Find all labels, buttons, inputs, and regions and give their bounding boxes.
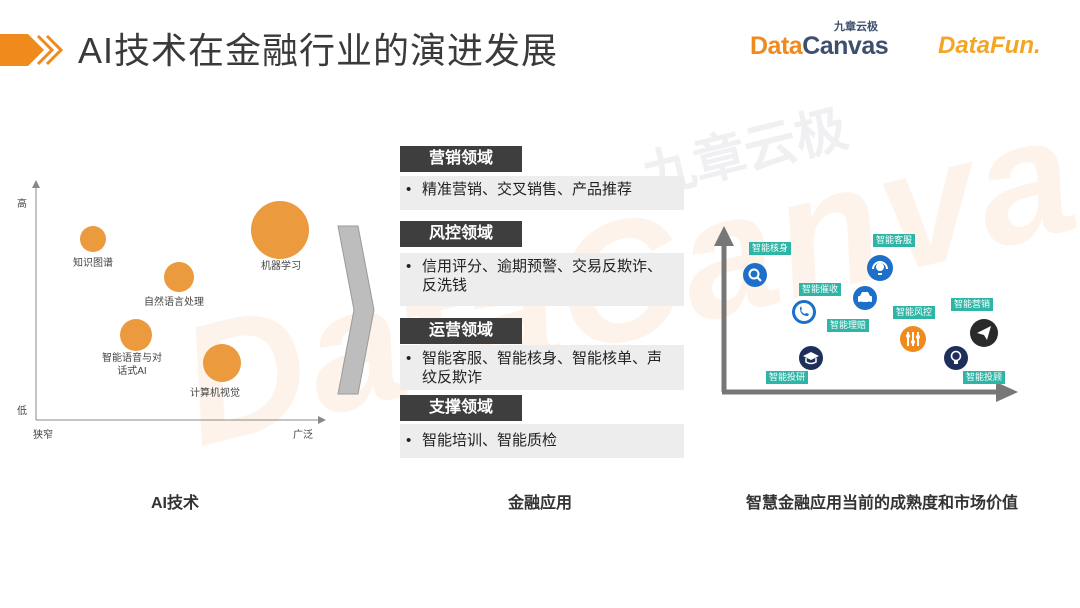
search-icon: [743, 263, 767, 287]
maturity-label-collection: 智能催收: [799, 283, 842, 296]
ai-tech-axes: [32, 180, 326, 424]
sliders-icon: [900, 326, 926, 352]
datacanvas-logo-part1: Data: [750, 32, 803, 60]
x-axis-right-label: 广泛: [293, 430, 313, 441]
flow-chevron-icon: [337, 225, 375, 395]
box-operations: • 智能客服、智能核身、智能核单、声 纹反欺诈: [400, 345, 684, 390]
box-support-line1: 智能培训、智能质检: [422, 432, 558, 449]
graduation-cap-icon: [799, 346, 823, 370]
datacanvas-logo-part2: Canvas: [802, 32, 889, 60]
box-support: • 智能培训、智能质检: [400, 424, 684, 458]
bubble-label-computer-vision: 计算机视觉: [190, 388, 240, 399]
box-marketing-line1: 精准营销、交叉销售、产品推荐: [422, 181, 633, 198]
send-icon: [970, 319, 998, 347]
bubble-label-knowledge-graph: 知识图谱: [73, 258, 113, 269]
title-chevron-icon: [0, 34, 64, 66]
box-operations-line2: 纹反欺诈: [422, 369, 483, 386]
datacanvas-logo: DataCanvas: [750, 32, 889, 61]
maturity-caption: 智慧金融应用当前的成熟度和市场价值: [745, 495, 1018, 512]
maturity-label-marketing: 智能营销: [951, 298, 994, 311]
box-risk-control-line2: 反洗钱: [422, 277, 468, 294]
bubble-computer-vision: [203, 344, 241, 382]
lightbulb-icon: [944, 346, 968, 370]
tag-risk-control: 风控领域: [400, 221, 522, 247]
bubble-voice-ai: [120, 319, 152, 351]
maturity-label-advisor: 智能投顾: [963, 371, 1006, 384]
box-operations-line1: 智能客服、智能核身、智能核单、声: [422, 350, 663, 367]
maturity-label-risk: 智能风控: [893, 306, 936, 319]
car-icon: [853, 286, 877, 310]
bubble-label-machine-learning: 机器学习: [261, 261, 301, 272]
bubble-label-voice-ai: 智能语音与对 话式AI: [102, 352, 162, 378]
datafun-logo: DataFun.: [938, 32, 1041, 59]
page-title: AI技术在金融行业的演进发展: [78, 30, 559, 71]
maturity-label-claims: 智能理赔: [827, 319, 870, 332]
maturity-axes: [714, 226, 1018, 402]
phone-icon: [792, 300, 816, 324]
bubble-machine-learning: [251, 201, 309, 259]
bubble-nlp: [164, 262, 194, 292]
ai-tech-caption: AI技术: [150, 495, 199, 512]
bubble-label-voice-ai-line1: 智能语音与对: [102, 353, 162, 364]
datacanvas-logo-cn: 九章云极: [834, 21, 878, 33]
bullet: •: [406, 181, 412, 198]
bubble-knowledge-graph: [80, 226, 106, 252]
y-axis-low-label: 低: [17, 406, 27, 417]
bubble-label-nlp: 自然语言处理: [144, 297, 204, 308]
ai-tech-bubbles: [80, 201, 309, 382]
finance-apps-caption: 金融应用: [507, 495, 572, 512]
headset-icon: [867, 255, 893, 281]
tag-marketing: 营销领域: [400, 146, 522, 172]
bubble-label-voice-ai-line2: 话式AI: [117, 366, 147, 377]
maturity-label-customer-service: 智能客服: [873, 234, 916, 247]
x-axis-left-label: 狭窄: [33, 430, 53, 441]
y-axis-high-label: 高: [17, 199, 27, 210]
maturity-label-identity: 智能核身: [749, 242, 792, 255]
box-risk-control-line1: 信用评分、逾期预警、交易反欺诈、: [422, 258, 663, 275]
bullet: •: [406, 350, 412, 367]
tag-operations: 运营领域: [400, 318, 522, 344]
tag-support: 支撑领域: [400, 395, 522, 421]
box-marketing: • 精准营销、交叉销售、产品推荐: [400, 176, 684, 210]
bullet: •: [406, 432, 412, 449]
maturity-label-research: 智能投研: [766, 371, 809, 384]
box-risk-control: • 信用评分、逾期预警、交易反欺诈、 反洗钱: [400, 253, 684, 306]
bullet: •: [406, 258, 412, 275]
